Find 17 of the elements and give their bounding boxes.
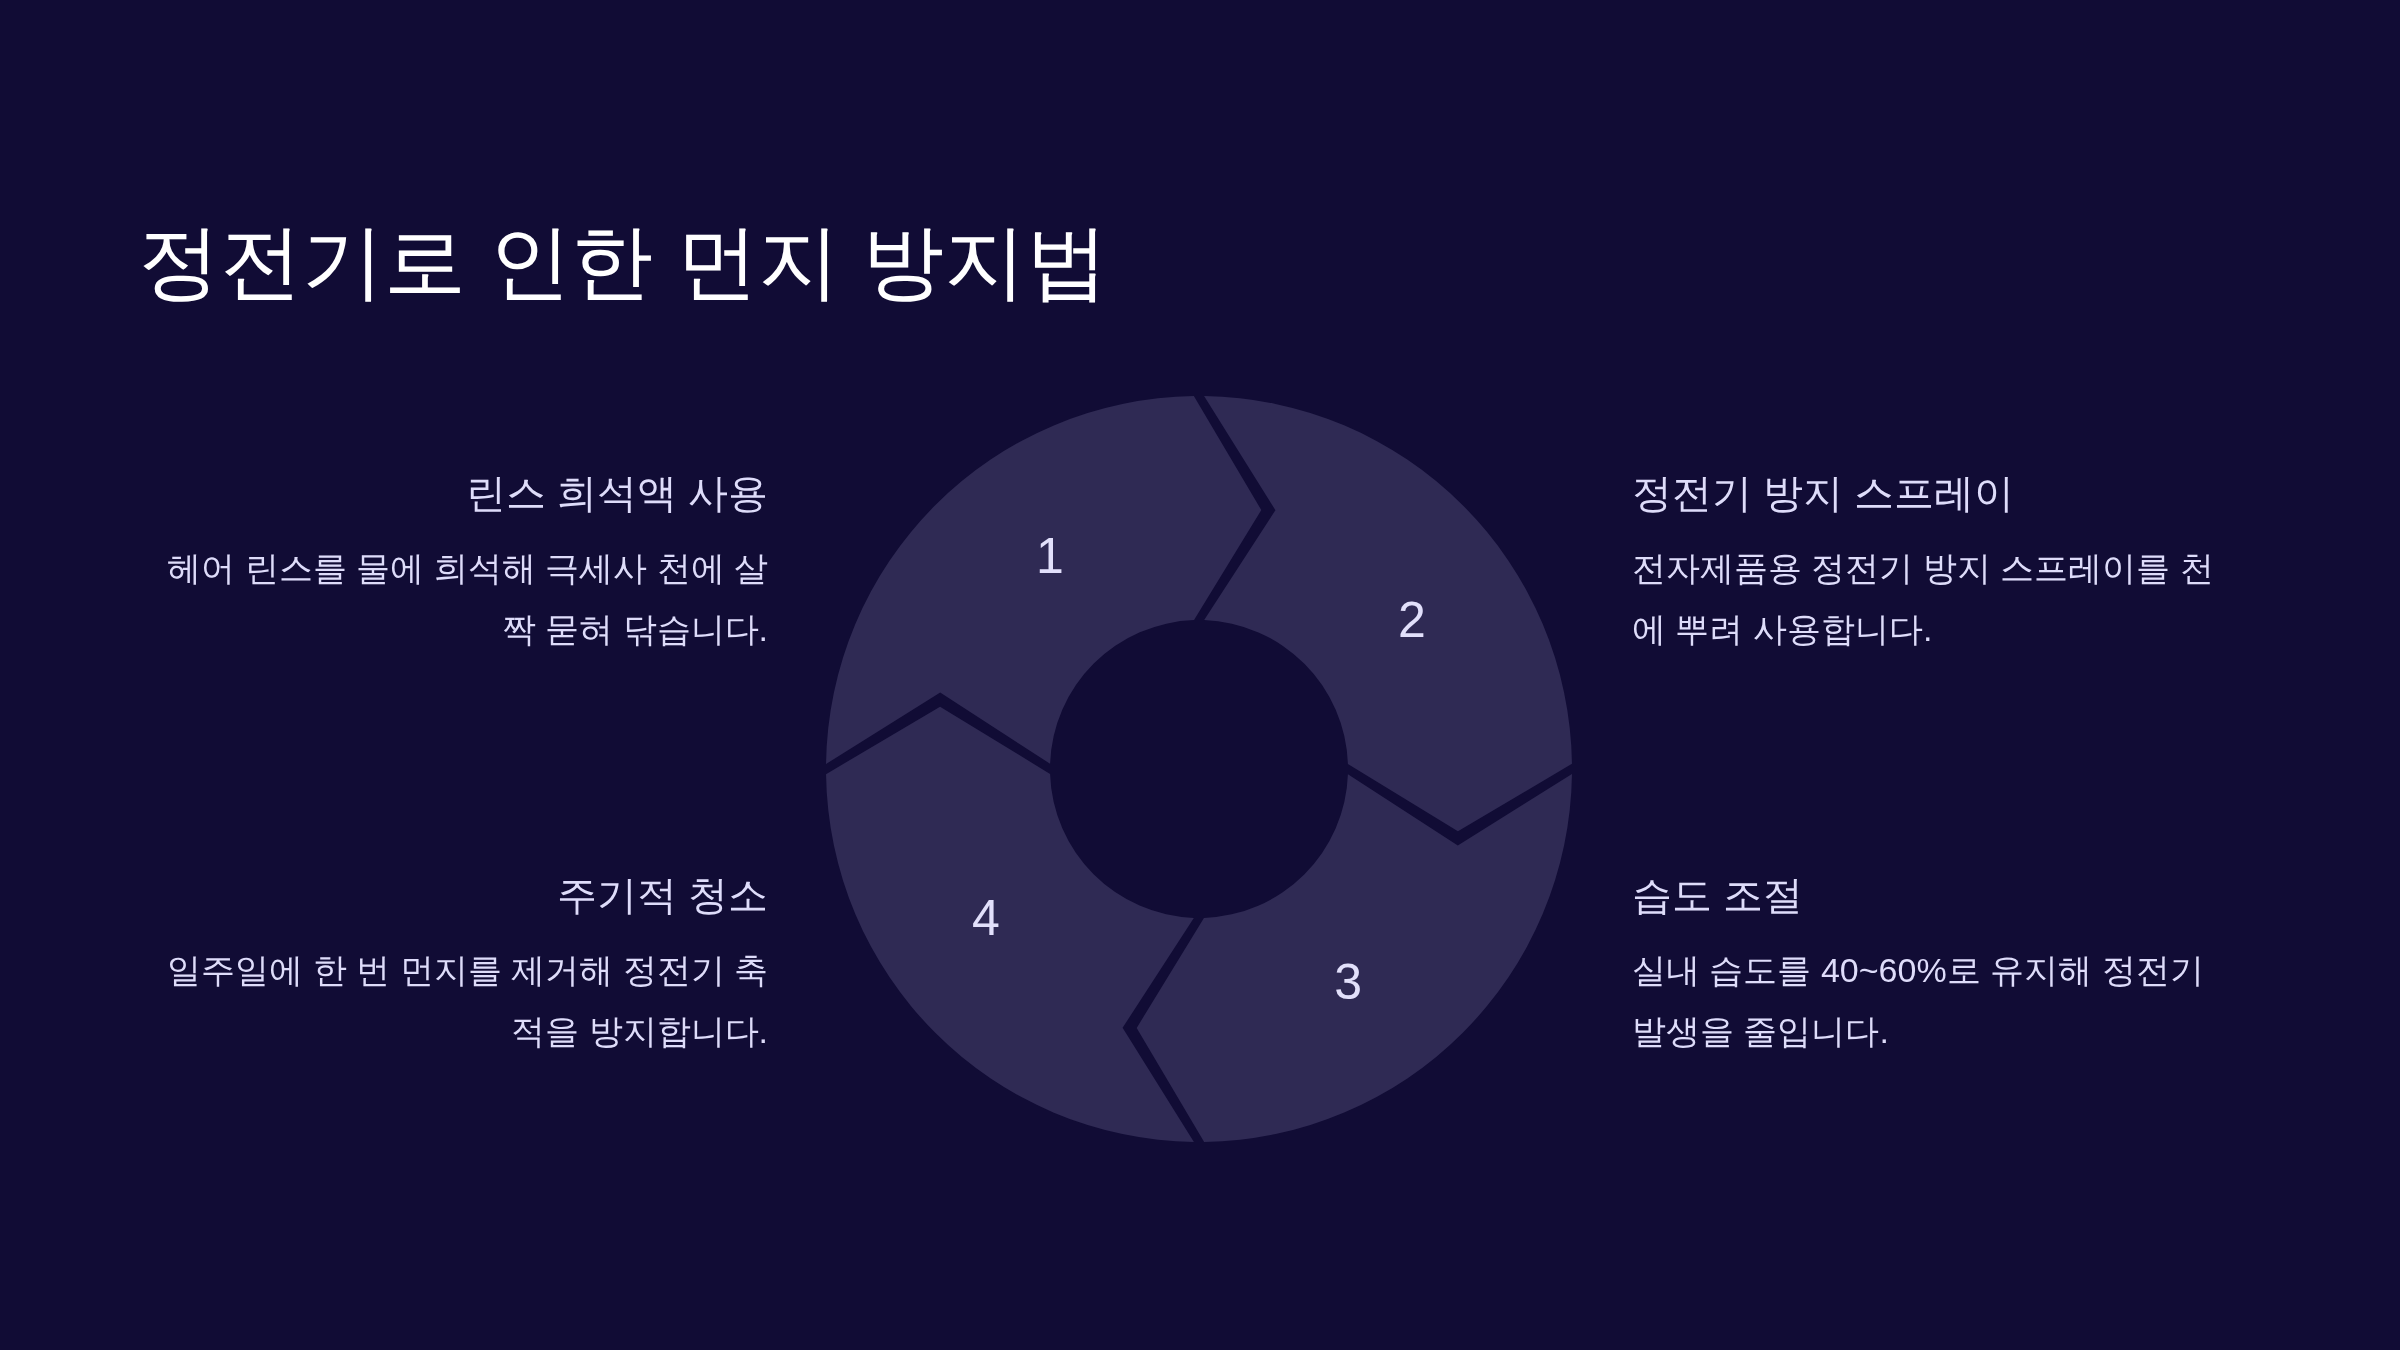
step-description: 헤어 린스를 물에 희석해 극세사 천에 살짝 묻혀 닦습니다. [166,548,768,650]
step-number: 2 [1398,594,1426,645]
step-number: 3 [1334,956,1363,1007]
title: 정전기로 인한 먼지 방지법 [138,215,1109,309]
step-description: 실내 습도를 40~60%로 유지해 정전기 발생을 줄입니다. [1632,950,2205,1052]
step-description: 일주일에 한 번 먼지를 제거해 정전기 축적을 방지합니다. [166,950,768,1052]
arrow-segment [1136,774,1572,1142]
step-heading: 습도 조절 [1632,872,1804,919]
step-heading: 주기적 청소 [556,872,768,919]
step-heading: 정전기 방지 스프레이 [1632,470,2015,517]
arrow-segment [826,396,1262,764]
arrow-segment [826,706,1194,1142]
arrow-segment [1204,396,1572,832]
step-number: 4 [972,893,1000,944]
step-heading: 린스 희석액 사용 [465,470,768,517]
step-description: 전자제품용 정전기 방지 스프레이를 천에 뿌려 사용합니다. [1632,548,2215,650]
step-number: 1 [1035,531,1064,581]
